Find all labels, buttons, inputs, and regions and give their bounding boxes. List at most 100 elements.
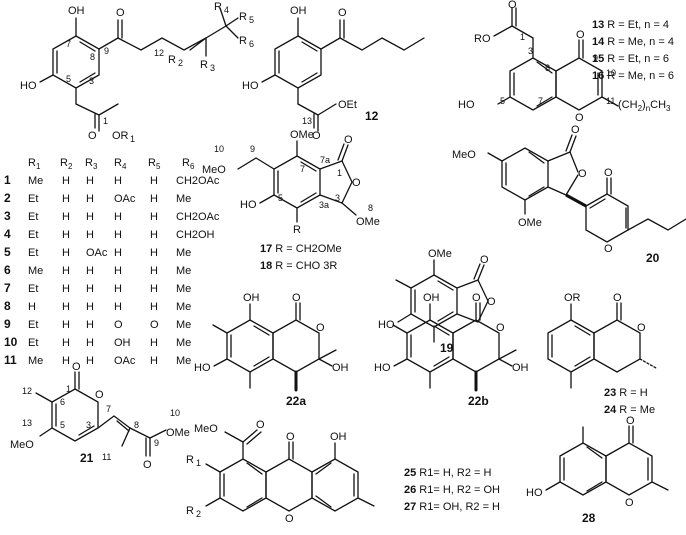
table-cell: OAc [114,193,136,205]
svg-text:O: O [487,296,496,308]
svg-text:HO: HO [242,80,259,92]
svg-text:R: R [214,1,222,13]
table-cell: H [86,211,94,223]
svg-text:O: O [143,459,152,471]
table-cell: H [150,229,158,241]
series-entry: 16 R = Me, n = 6 [592,70,674,82]
svg-text:OMe: OMe [356,216,380,228]
series-entry: 26 R1= H, R2 = OH [404,484,500,496]
structure-22b: O O OH HO OH 22b [374,292,529,408]
svg-text:8: 8 [545,63,550,73]
table-cell: Et [28,229,38,241]
svg-text:MeO: MeO [202,164,226,176]
svg-text:R6: R6 [182,157,195,171]
table-cell: H [150,355,158,367]
compound-id: 7 [4,281,11,295]
svg-text:1: 1 [520,32,525,42]
table-cell: Me [28,355,43,367]
compound-id: 1 [4,173,11,187]
table-cell: Me [176,301,191,313]
table-cell: H [62,193,70,205]
series-entry: 25 R1= H, R2 = H [404,467,491,479]
svg-text:8: 8 [90,52,95,62]
structure-21: O O 1 6 5 3 12 MeO 13 21 7 8 11 O 9 OMe … [10,361,190,471]
svg-text:O: O [576,29,585,41]
svg-text:R1: R1 [28,157,41,171]
svg-text:OR: OR [564,292,581,304]
table-cell: Me [176,193,191,205]
svg-text:OMe: OMe [518,217,542,229]
compound-19-label: 19 [440,341,454,355]
table-cell: H [150,301,158,313]
svg-text:O: O [312,130,321,142]
series-entry: 14 R = Me, n = 4 [592,36,674,48]
series-entry: 23 R = H [604,387,648,399]
svg-text:OR: OR [112,130,129,142]
table-cell: H [114,211,122,223]
svg-text:R5: R5 [148,157,161,171]
svg-text:5: 5 [249,15,254,25]
svg-text:5: 5 [66,74,71,84]
compound-id: 8 [4,299,11,313]
compound-id: 9 [4,317,11,331]
svg-text:HO: HO [240,199,257,211]
table-cell: H [114,229,122,241]
svg-text:O: O [72,361,81,373]
table-cell: H [62,355,70,367]
compound-28-label: 28 [582,511,596,525]
svg-text:OH: OH [243,292,260,304]
svg-text:O: O [256,419,265,431]
svg-text:HO: HO [458,99,475,111]
svg-text:R: R [168,54,176,66]
table-cell: H [62,211,70,223]
table-cell: H [86,355,94,367]
series-entry: 27 R1= OH, R2 = H [404,501,500,513]
structure-13-16: O O 8 9 10 11 7 5 3 O RO 1 HO (CH2)nCH3 … [458,0,674,124]
svg-text:R2: R2 [60,157,73,171]
table-cell: Et [28,193,38,205]
table-cell: H [114,175,122,187]
svg-text:6: 6 [249,39,254,49]
table-cell: Me [176,265,191,277]
oh-label: OH [68,5,85,17]
svg-text:10: 10 [606,68,616,78]
svg-text:O: O [575,112,584,124]
structure-17-18: O O 1 3 7a 3a 7 5 OMe 8 OMe 13 9 MeO 10 … [202,116,380,272]
svg-text:HO: HO [374,362,391,374]
svg-text:OH: OH [512,362,529,374]
table-cell: H [86,175,94,187]
svg-text:R4: R4 [114,157,127,171]
svg-text:3: 3 [210,63,215,73]
svg-text:4: 4 [224,5,229,15]
table-cell: H [150,193,158,205]
table-cell: H [62,337,70,349]
svg-text:5: 5 [60,420,65,430]
svg-text:R: R [293,224,301,236]
table-cell: H [150,283,158,295]
svg-text:O: O [480,254,489,266]
series-entry: 15 R = Et, n = 6 [592,53,669,65]
svg-text:6: 6 [60,397,65,407]
table-cell: H [62,301,70,313]
structure-23-24: O O OR 23 R = H24 R = Me [547,292,657,416]
svg-text:9: 9 [593,53,598,63]
svg-text:O: O [286,431,295,443]
svg-text:O: O [578,168,587,180]
compound-id: 2 [4,191,11,205]
svg-text:O: O [352,177,361,189]
compound-21-label: 21 [80,451,94,465]
ho-label: HO [20,80,37,92]
table-cell: OAc [86,247,108,259]
svg-text:R: R [186,454,194,466]
svg-text:OMe: OMe [428,248,452,260]
structure-28: O O HO 28 [526,415,669,525]
svg-text:OH: OH [332,362,349,374]
table-cell: Et [28,247,38,259]
svg-text:O: O [571,124,580,136]
svg-text:MeO: MeO [452,149,476,161]
svg-text:13: 13 [302,116,312,126]
svg-text:MeO: MeO [194,423,218,435]
